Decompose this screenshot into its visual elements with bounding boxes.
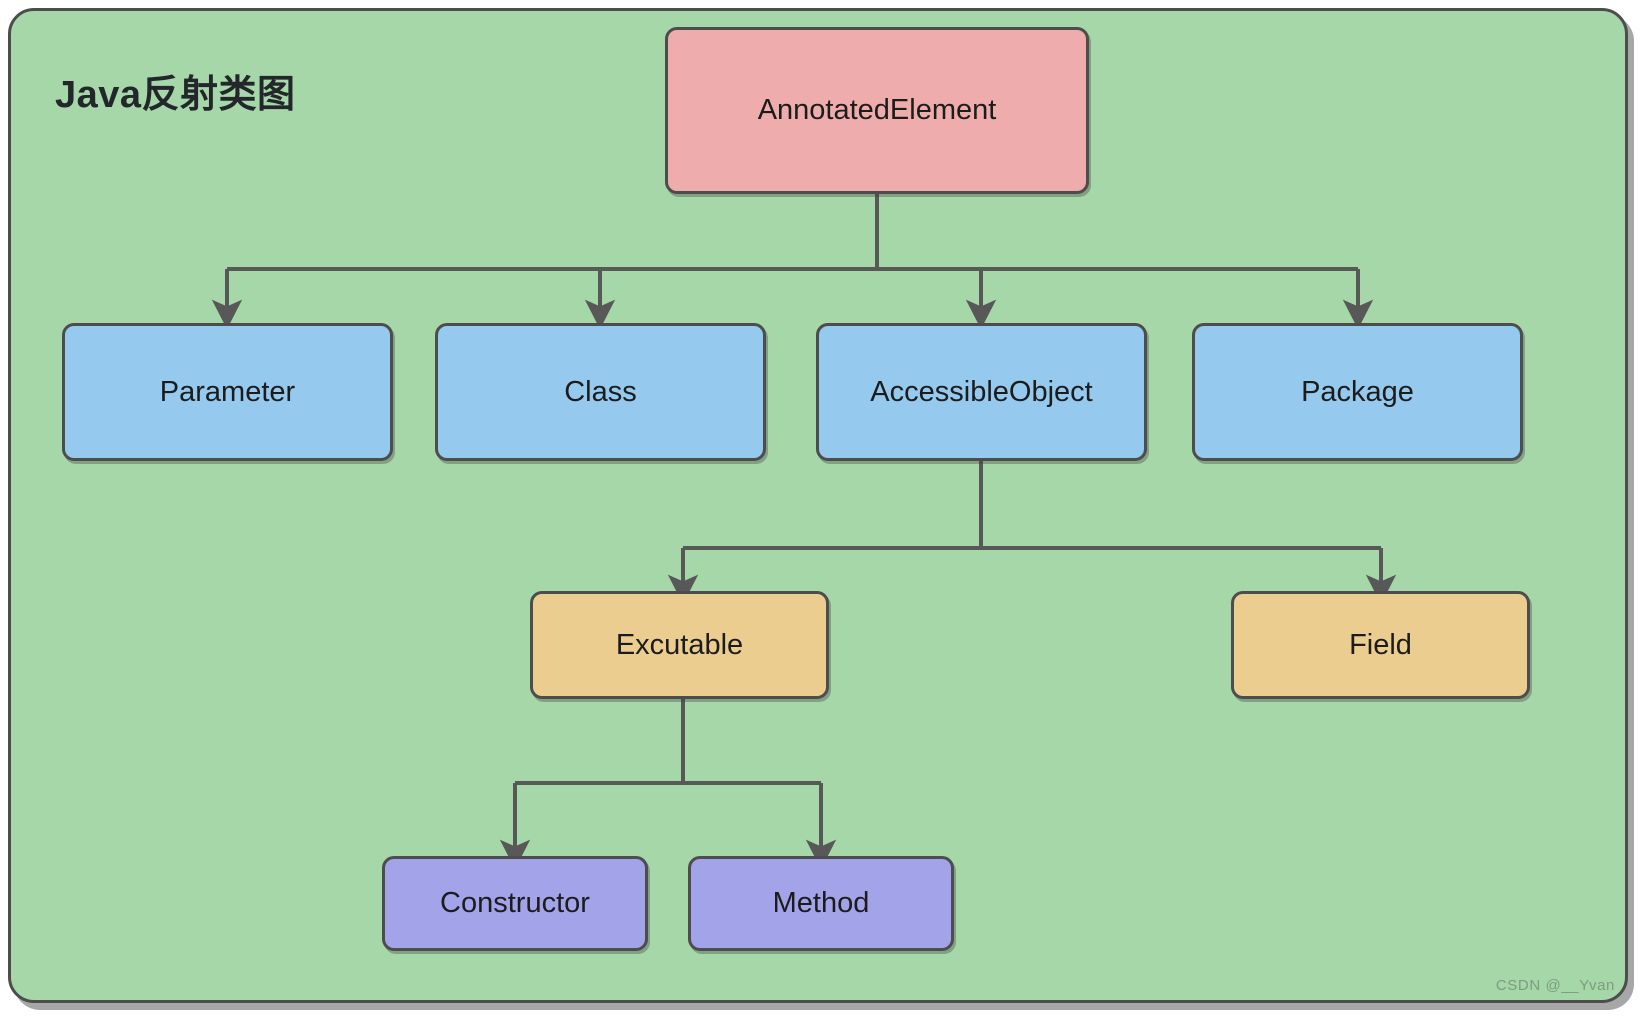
node-excutable-label: Excutable [615, 628, 744, 661]
connector-layer [211, 194, 1397, 870]
node-package-label: Package [1301, 375, 1414, 408]
node-class-label: Class [564, 375, 637, 408]
node-method-label: Method [772, 887, 870, 920]
node-excutable[interactable]: Excutable [530, 591, 829, 699]
node-parameter-label: Parameter [159, 375, 296, 408]
node-field[interactable]: Field [1231, 591, 1530, 699]
edge-group-accessible-object [667, 461, 1397, 605]
node-parameter[interactable]: Parameter [62, 323, 393, 461]
node-annotated-element-label: AnnotatedElement [757, 94, 997, 127]
node-field-label: Field [1349, 628, 1412, 661]
node-constructor[interactable]: Constructor [382, 856, 648, 951]
node-annotated-element[interactable]: AnnotatedElement [665, 27, 1089, 194]
node-package[interactable]: Package [1192, 323, 1523, 461]
node-method[interactable]: Method [688, 856, 954, 951]
node-class[interactable]: Class [435, 323, 766, 461]
node-constructor-label: Constructor [440, 887, 590, 920]
edge-group-excutable [499, 699, 837, 870]
diagram-title: Java反射类图 [55, 74, 296, 116]
diagram-frame: Java反射类图 [8, 8, 1628, 1003]
edge-group-annotated-element [211, 194, 1374, 330]
node-accessible-object[interactable]: AccessibleObject [816, 323, 1147, 461]
node-accessible-object-label: AccessibleObject [870, 375, 1093, 408]
csdn-watermark: CSDN @__Yvan [1495, 977, 1615, 994]
